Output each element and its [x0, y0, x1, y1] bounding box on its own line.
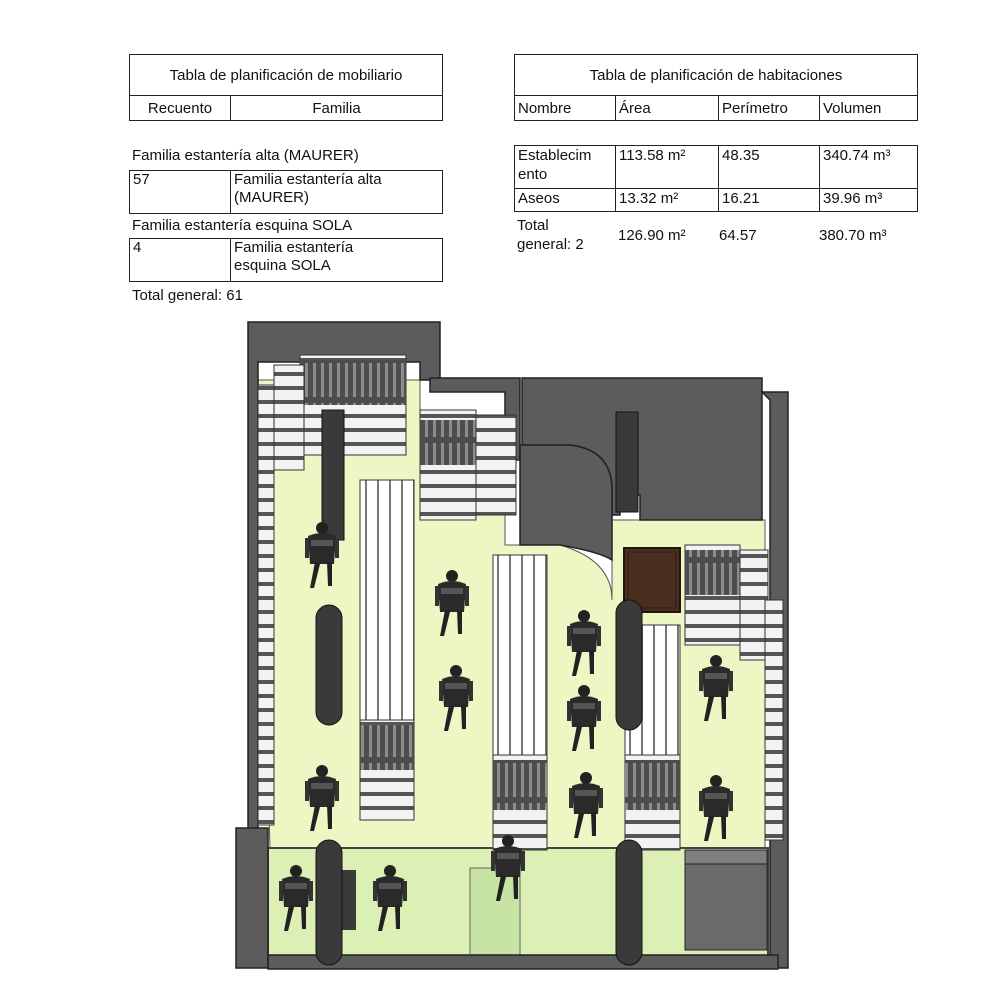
furniture-family-2-line1: Familia estantería — [234, 239, 354, 256]
room-name: Establecim ento — [514, 145, 616, 189]
counter — [684, 849, 768, 951]
furniture-group-label-2: Familia estantería esquina SOLA — [132, 217, 353, 234]
furniture-group-label-1: Familia estantería alta (MAURER) — [132, 147, 359, 164]
furniture-family-2-line2: esquina SOLA — [234, 257, 331, 274]
furniture-group-table-1: 57 Familia estantería alta (MAURER) — [129, 170, 443, 214]
columns — [315, 409, 643, 966]
room-perimeter: 16.21 — [718, 188, 820, 212]
room-header-perimeter: Perímetro — [718, 95, 820, 121]
room-name: Aseos — [514, 188, 616, 212]
furniture-header-count: Recuento — [129, 95, 231, 121]
shelving-unit — [419, 409, 517, 521]
room-area: 13.32 m² — [615, 188, 719, 212]
furniture-family-2: Familia estantería esquina SOLA — [230, 238, 443, 282]
furniture-header-family: Familia — [230, 95, 443, 121]
room-total-area: 126.90 m² — [618, 227, 686, 244]
room-row: Establecim ento 113.58 m² 48.35 340.74 m… — [514, 145, 918, 189]
room-total-volume: 380.70 m³ — [819, 227, 887, 244]
room-schedule-rows: Establecim ento 113.58 m² 48.35 340.74 m… — [514, 145, 918, 212]
walls — [235, 321, 789, 970]
furniture-family-1-line1: Familia estantería alta — [234, 171, 382, 188]
room-total-name-line1: Total — [517, 217, 549, 234]
furniture-group-table-2: 4 Familia estantería esquina SOLA — [129, 238, 443, 282]
room-row: Aseos 13.32 m² 16.21 39.96 m³ — [514, 188, 918, 212]
furniture-family-1: Familia estantería alta (MAURER) — [230, 170, 443, 214]
room-total-name-line2: general: 2 — [517, 236, 584, 253]
furniture-schedule-title: Tabla de planificación de mobiliario — [129, 54, 443, 96]
room-schedule-title: Tabla de planificación de habitaciones — [514, 54, 918, 96]
furniture-grand-total: Total general: 61 — [132, 287, 243, 304]
shelving-unit — [624, 624, 681, 851]
shelving-unit — [684, 544, 784, 841]
room-volume: 39.96 m³ — [819, 188, 918, 212]
room-total-perimeter: 64.57 — [719, 227, 757, 244]
room-header-name: Nombre — [514, 95, 616, 121]
room-name-line1: Establecim — [518, 147, 592, 164]
room-header-volume: Volumen — [819, 95, 918, 121]
room-volume: 340.74 m³ — [819, 145, 918, 189]
furniture-schedule-header-table: Tabla de planificación de mobiliario Rec… — [129, 54, 443, 121]
room-total-name: Total general: 2 — [517, 216, 584, 254]
room-header-area: Área — [615, 95, 719, 121]
shelving-unit — [359, 479, 415, 821]
room-name-line2: ento — [518, 166, 548, 183]
room-schedule-header-table: Tabla de planificación de habitaciones N… — [514, 54, 918, 121]
furniture-count-2: 4 — [129, 238, 231, 282]
shelving-unit — [492, 554, 548, 851]
furniture-family-1-line2: (MAURER) — [234, 189, 309, 206]
shelving-unit — [257, 354, 407, 826]
